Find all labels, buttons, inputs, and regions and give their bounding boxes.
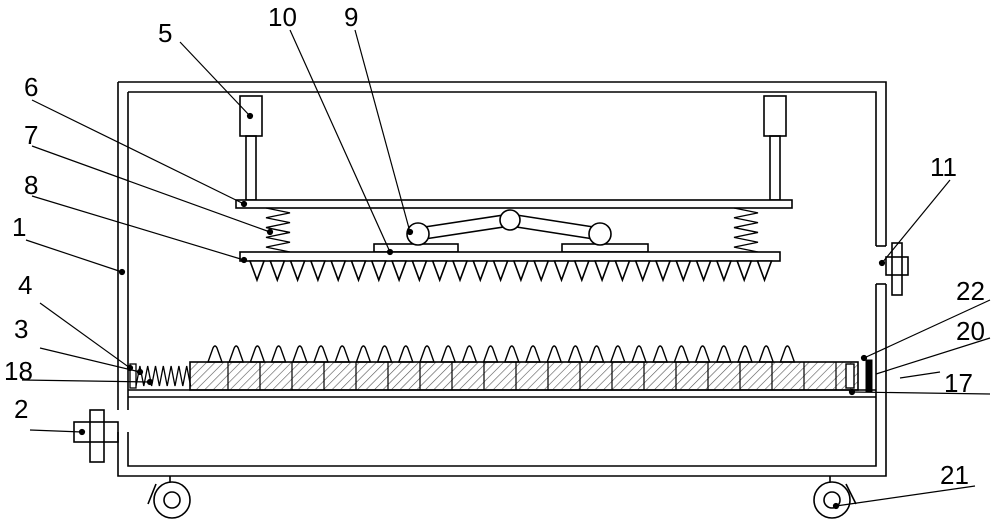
press-tooth <box>654 260 672 283</box>
cylinder-left <box>239 95 263 201</box>
roller-tooth <box>609 345 626 363</box>
press-tooth <box>431 260 448 283</box>
press-tooth <box>593 260 611 283</box>
press-tooth <box>675 260 692 283</box>
label-5: 5 <box>158 18 172 48</box>
roller-tooth <box>355 345 372 363</box>
label-2: 2 <box>14 394 28 424</box>
label-7: 7 <box>24 120 38 150</box>
press-tooth <box>573 260 590 283</box>
label-8: 8 <box>24 170 38 200</box>
label-3: 3 <box>14 314 28 344</box>
roller-tooth <box>758 345 775 363</box>
roller-tooth <box>652 345 669 363</box>
press-tooth <box>634 260 651 283</box>
roller-tooth <box>525 345 541 363</box>
roller-tooth <box>461 345 478 363</box>
press-tooth <box>269 260 286 283</box>
top-plate <box>235 199 793 209</box>
roller-tooth <box>291 345 308 363</box>
press-teeth <box>248 260 773 283</box>
label-17: 17 <box>944 368 973 398</box>
roller-tooth <box>631 345 647 363</box>
roller-tooth <box>588 345 605 363</box>
roller-tooth <box>567 345 584 363</box>
roller-tooth <box>482 345 499 363</box>
press-tooth <box>553 260 570 283</box>
roller-tooth <box>694 345 711 363</box>
label-1: 1 <box>12 212 26 242</box>
roller-tooth <box>440 345 457 363</box>
press-plate <box>239 251 781 283</box>
label-6: 6 <box>24 72 38 102</box>
left-spring <box>129 363 192 389</box>
press-tooth <box>350 260 367 283</box>
label-11: 11 <box>930 152 957 182</box>
leader-lines <box>21 29 991 510</box>
roller-teeth <box>207 345 796 363</box>
springs <box>265 207 759 253</box>
press-tooth <box>614 260 631 283</box>
press-tooth <box>309 260 327 283</box>
label-18: 18 <box>4 356 33 386</box>
roller-tooth <box>207 345 223 363</box>
crank-mechanism <box>373 209 649 253</box>
inlet-pipe-2 <box>73 409 119 463</box>
label-4: 4 <box>18 270 32 300</box>
press-tooth <box>390 260 408 283</box>
press-tooth <box>715 260 733 283</box>
press-tooth <box>248 260 266 283</box>
roller-tooth <box>503 345 520 363</box>
press-tooth <box>330 260 347 283</box>
label-20: 20 <box>956 316 985 346</box>
wheel-right <box>813 476 857 519</box>
press-tooth <box>370 260 387 283</box>
label-10: 10 <box>268 2 297 32</box>
roller-tooth <box>546 345 563 363</box>
roller-tooth <box>270 345 287 363</box>
press-tooth <box>289 260 306 283</box>
press-tooth <box>736 260 753 283</box>
roller-tooth <box>249 345 266 363</box>
roller-tooth <box>376 345 393 363</box>
roller-tooth <box>228 345 245 363</box>
press-tooth <box>411 260 428 283</box>
label-21: 21 <box>940 460 969 490</box>
roller-tooth <box>673 345 690 363</box>
roller-tooth <box>334 345 351 363</box>
press-tooth <box>533 260 550 283</box>
roller-tooth <box>715 345 732 363</box>
roller-tooth <box>313 345 329 363</box>
roller-assembly <box>129 345 873 393</box>
press-tooth <box>492 260 509 283</box>
label-22: 22 <box>956 276 985 306</box>
spring-1 <box>265 207 291 253</box>
spring-2 <box>733 207 759 253</box>
roller-tooth <box>419 345 435 363</box>
press-tooth <box>472 260 489 283</box>
outlet-pipe-11 <box>885 242 909 296</box>
left-spring-cap <box>129 363 137 389</box>
roller-tooth <box>397 345 414 363</box>
roller-tooth <box>737 345 753 363</box>
press-tooth <box>695 260 712 283</box>
wheel-left <box>147 476 191 519</box>
label-9: 9 <box>344 2 358 32</box>
left-spring-coil <box>135 365 192 387</box>
press-tooth <box>451 260 469 283</box>
roller-dividers <box>227 362 837 390</box>
press-tooth <box>512 260 530 283</box>
roller-tooth <box>779 345 796 363</box>
press-tooth <box>756 260 773 283</box>
cylinder-right <box>763 95 787 201</box>
